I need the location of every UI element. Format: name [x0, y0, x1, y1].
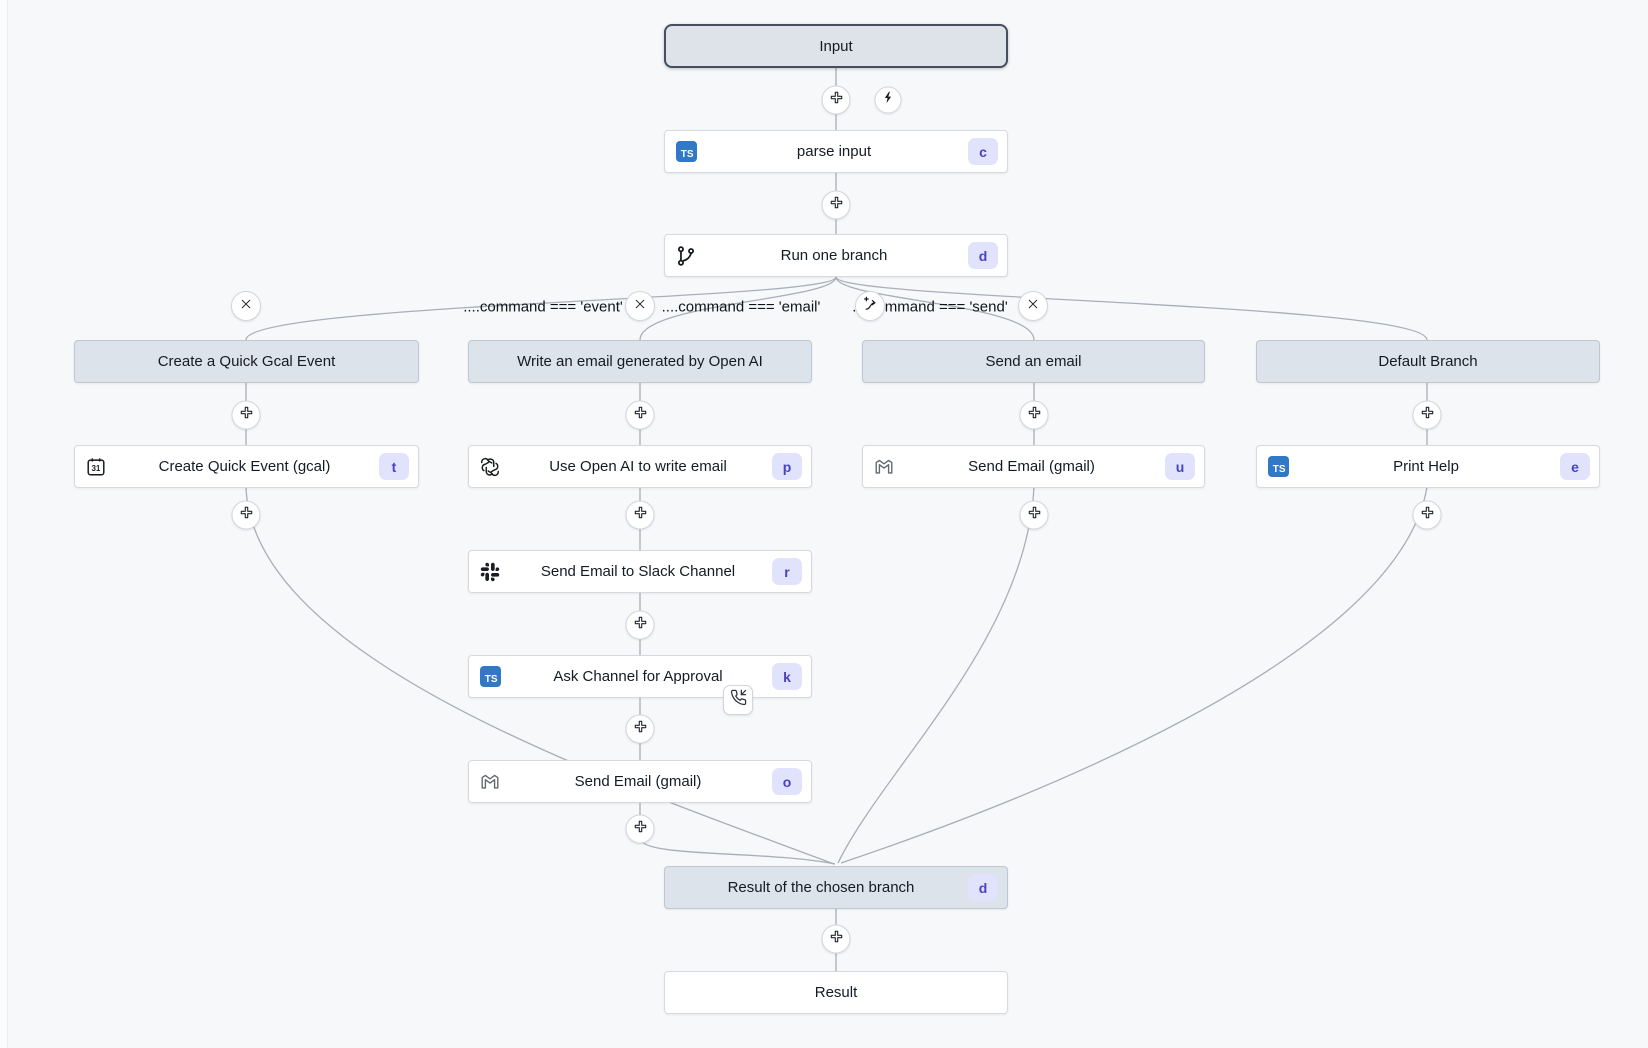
step-parse-input[interactable]: TS parse input c [664, 130, 1008, 173]
lightning-icon [881, 91, 895, 110]
insert-step-button[interactable] [1019, 500, 1049, 530]
plus-icon [632, 505, 648, 526]
step-run-one-branch[interactable]: Run one branch d [664, 234, 1008, 277]
step-print-help[interactable]: TS Print Help e [1256, 445, 1600, 488]
node-label: Result of the chosen branch [727, 879, 915, 896]
node-result[interactable]: Result [664, 971, 1008, 1014]
step-id-badge: p [772, 453, 802, 480]
step-label: Run one branch [780, 247, 888, 264]
step-id-badge: t [379, 453, 409, 480]
step-ask-channel-approval[interactable]: TS Ask Channel for Approval k [468, 655, 812, 698]
step-id-badge: r [772, 558, 802, 585]
node-input-label: Input [819, 37, 853, 55]
step-create-quick-event[interactable]: 31 Create Quick Event (gcal) t [74, 445, 419, 488]
step-label: Create Quick Event (gcal) [158, 458, 331, 475]
step-label: Ask Channel for Approval [553, 668, 723, 685]
branch-header-send-email[interactable]: Send an email [862, 340, 1205, 383]
plus-icon [238, 505, 254, 526]
close-icon [239, 297, 253, 316]
branch-header-label: Create a Quick Gcal Event [157, 353, 336, 370]
plus-icon [632, 719, 648, 740]
insert-step-button[interactable] [625, 814, 655, 844]
insert-step-button[interactable] [1412, 400, 1442, 430]
phone-incoming-icon [730, 689, 747, 711]
insert-step-button[interactable] [821, 85, 851, 115]
node-label: Result [814, 984, 858, 1001]
gmail-icon [478, 771, 502, 793]
insert-step-button[interactable] [821, 924, 851, 954]
calendar-icon: 31 [84, 456, 108, 478]
step-label: parse input [796, 143, 872, 160]
insert-step-button[interactable] [625, 400, 655, 430]
step-label: Use Open AI to write email [549, 458, 727, 475]
plus-icon [632, 819, 648, 840]
branch-header-openai[interactable]: Write an email generated by Open AI [468, 340, 812, 383]
insert-step-button[interactable] [231, 400, 261, 430]
insert-step-button[interactable] [1412, 500, 1442, 530]
plus-icon [1026, 405, 1042, 426]
plus-icon [632, 615, 648, 636]
step-id-badge: e [1560, 453, 1590, 480]
insert-step-button[interactable] [231, 500, 261, 530]
step-label: Send Email (gmail) [968, 458, 1095, 475]
remove-branch-button[interactable] [625, 291, 655, 321]
node-input[interactable]: Input [664, 24, 1008, 68]
plus-icon [828, 195, 844, 216]
canvas-left-edge [0, 0, 8, 1048]
step-label: Print Help [1393, 458, 1459, 475]
branch-header-label: Default Branch [1378, 353, 1478, 370]
step-label: Send Email (gmail) [574, 773, 702, 790]
plus-icon [1026, 505, 1042, 526]
plus-icon [1419, 505, 1435, 526]
svg-text:31: 31 [92, 463, 101, 472]
step-id-badge: k [772, 663, 802, 690]
insert-step-button[interactable] [625, 500, 655, 530]
remove-branch-button[interactable] [231, 291, 261, 321]
suspend-approval-button[interactable] [723, 685, 753, 715]
plus-icon [828, 90, 844, 111]
node-branch-result[interactable]: Result of the chosen branch d [664, 866, 1008, 909]
step-use-openai[interactable]: Use Open AI to write email p [468, 445, 812, 488]
plus-icon [238, 405, 254, 426]
branch-condition-label: ....command === 'email' [661, 298, 821, 316]
step-label: Send Email to Slack Channel [540, 563, 736, 580]
branch-condition-label: ....command === 'event' [463, 298, 623, 316]
typescript-icon: TS [674, 141, 698, 162]
step-id-badge: c [968, 138, 998, 165]
close-icon [1026, 297, 1040, 316]
openai-icon [478, 456, 502, 478]
insert-step-button[interactable] [821, 190, 851, 220]
insert-step-button[interactable] [625, 610, 655, 640]
branch-header-gcal[interactable]: Create a Quick Gcal Event [74, 340, 419, 383]
insert-step-button[interactable] [625, 714, 655, 744]
branch-header-label: Write an email generated by Open AI [517, 353, 763, 370]
step-send-email-gmail-2[interactable]: Send Email (gmail) o [468, 760, 812, 803]
step-id-badge: o [772, 768, 802, 795]
typescript-icon: TS [478, 666, 502, 687]
branch-header-default[interactable]: Default Branch [1256, 340, 1600, 383]
plus-icon [1419, 405, 1435, 426]
add-branch-button[interactable] [855, 291, 885, 321]
step-id-badge: d [968, 242, 998, 269]
typescript-icon: TS [1266, 456, 1290, 477]
insert-step-button[interactable] [1019, 400, 1049, 430]
step-id-badge: u [1165, 453, 1195, 480]
trigger-button[interactable] [874, 86, 902, 114]
step-send-email-gmail[interactable]: Send Email (gmail) u [862, 445, 1205, 488]
close-icon [633, 297, 647, 316]
git-branch-icon [674, 245, 698, 267]
remove-branch-button[interactable] [1018, 291, 1048, 321]
slack-icon [478, 562, 502, 582]
plus-icon [828, 929, 844, 950]
step-send-email-slack[interactable]: Send Email to Slack Channel r [468, 550, 812, 593]
gmail-icon [872, 456, 896, 478]
add-branch-icon [862, 295, 879, 317]
plus-icon [632, 405, 648, 426]
branch-header-label: Send an email [985, 353, 1082, 370]
step-id-badge: d [968, 874, 998, 901]
